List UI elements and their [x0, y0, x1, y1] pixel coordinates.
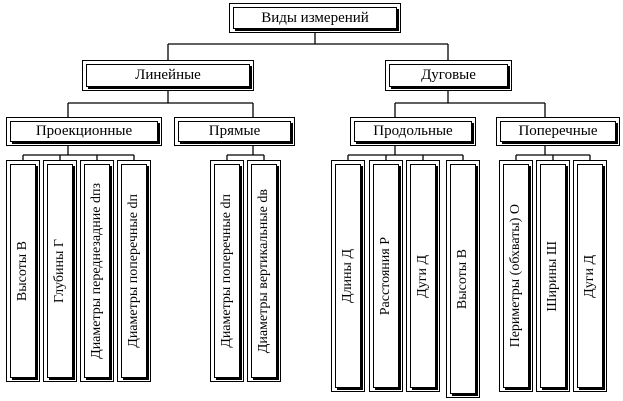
- leaf-box: Расстояния Р: [369, 160, 403, 392]
- leaf-label: Дуги Д: [582, 254, 597, 298]
- leaf-box: Дуги Д: [573, 160, 607, 392]
- leaf-box: Диаметры поперечные dп: [117, 160, 151, 382]
- group-label-linear: Линейные: [86, 64, 250, 87]
- group-box-linear: Линейные: [82, 60, 254, 91]
- leaf-box: Диаметры переднезадние dпз: [80, 160, 114, 382]
- leaf-box: Высоты В: [6, 160, 40, 382]
- leaf-label: Диаметры поперечные dп: [126, 194, 141, 348]
- leaf-label: Расстояния Р: [378, 236, 393, 316]
- category-label-straight: Прямые: [178, 121, 291, 142]
- leaf-box: Высоты В: [446, 160, 480, 398]
- leaf-label: Дуги Д: [415, 254, 430, 298]
- leaf-label: Диаметры поперечные dп: [219, 194, 234, 348]
- group-label-arc: Дуговые: [389, 64, 508, 87]
- leaf-label: Высоты В: [455, 248, 470, 310]
- leaf-box: Длины Д: [331, 160, 365, 392]
- leaf-box: Ширины Ш: [536, 160, 570, 392]
- leaf-label: Высоты В: [15, 240, 30, 302]
- category-box-straight: Прямые: [174, 117, 295, 146]
- leaf-label: Диаметры переднезадние dпз: [89, 183, 104, 359]
- category-box-projection: Проекционные: [6, 117, 162, 146]
- category-box-longitudinal: Продольные: [350, 117, 476, 146]
- root-box: Виды измерений: [229, 3, 401, 33]
- root-label: Виды измерений: [233, 7, 397, 29]
- category-label-projection: Проекционные: [10, 121, 158, 142]
- leaf-label: Глубины Г: [52, 239, 67, 303]
- leaf-label: Периметры (обхваты) О: [508, 204, 523, 348]
- group-box-arc: Дуговые: [385, 60, 512, 91]
- leaf-label: Диаметры вертикальные dв: [256, 188, 271, 354]
- category-box-transverse: Поперечные: [496, 117, 620, 146]
- leaf-label: Длины Д: [340, 249, 355, 303]
- leaf-box: Глубины Г: [43, 160, 77, 382]
- category-label-longitudinal: Продольные: [354, 121, 472, 142]
- leaf-box: Диаметры вертикальные dв: [247, 160, 281, 382]
- leaf-box: Дуги Д: [406, 160, 440, 392]
- leaf-label: Ширины Ш: [545, 240, 560, 312]
- leaf-box: Диаметры поперечные dп: [210, 160, 244, 382]
- leaf-box: Периметры (обхваты) О: [499, 160, 533, 392]
- category-label-transverse: Поперечные: [500, 121, 616, 142]
